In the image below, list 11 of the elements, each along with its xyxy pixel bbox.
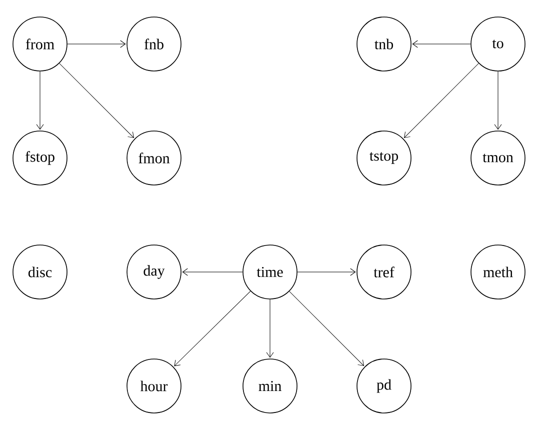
arrow bbox=[412, 40, 471, 48]
arrow bbox=[182, 268, 243, 276]
arrow bbox=[67, 40, 126, 48]
arrow bbox=[289, 291, 364, 366]
arrow bbox=[297, 268, 356, 276]
arrow bbox=[266, 299, 274, 358]
arrow bbox=[59, 63, 134, 138]
arrow bbox=[36, 71, 44, 130]
arrow bbox=[494, 71, 502, 130]
arrow bbox=[174, 290, 251, 366]
arrow bbox=[404, 63, 479, 138]
